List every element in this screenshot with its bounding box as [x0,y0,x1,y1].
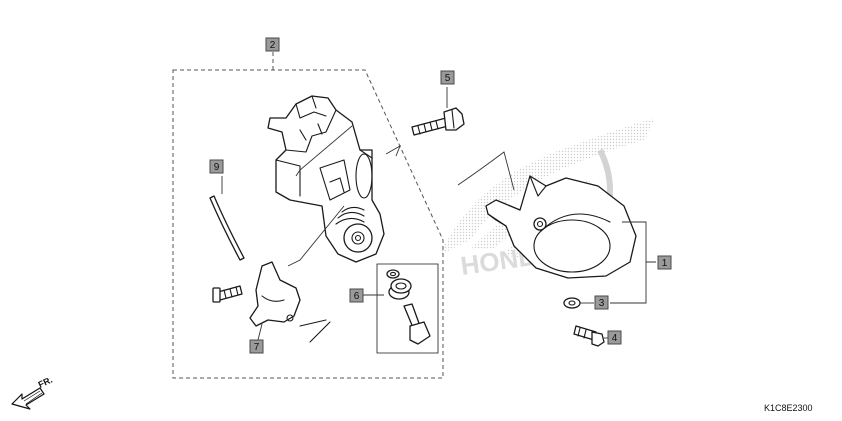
spring-6 [388,278,412,300]
callout-4-label: 4 [612,333,618,344]
callout-9-label: 9 [214,162,220,173]
callout-3[interactable]: 3 [594,295,609,310]
front-direction-indicator: FR. [11,375,54,410]
seal-9 [209,195,245,261]
callout-6[interactable]: 6 [349,288,364,303]
direction-label: FR. [37,375,54,390]
callout-6-label: 6 [354,291,360,302]
callout-2[interactable]: 2 [265,37,280,52]
callout-2-label: 2 [270,40,276,51]
callout-9[interactable]: 9 [209,159,224,174]
adjust-screw-6 [403,303,431,345]
assembly-6-box [376,263,439,354]
bolt-5 [411,107,465,136]
callout-7[interactable]: 7 [249,339,264,354]
callout-4[interactable]: 4 [607,330,622,345]
callout-5[interactable]: 5 [440,70,455,85]
callout-5-label: 5 [445,73,451,84]
screw-4 [573,325,605,347]
washer-3 [563,297,581,309]
screw-part [212,285,243,303]
diagram-code: K1C8E2300 [764,403,813,413]
leader-lines [221,87,656,341]
callout-1-label: 1 [662,258,668,269]
callout-1[interactable]: 1 [657,255,672,270]
cover-1 [485,175,637,279]
callout-3-label: 3 [599,298,605,309]
washer-6 [386,269,400,279]
throttle-body [267,95,385,263]
callout-7-label: 7 [254,342,260,353]
assembly-2-outline [172,69,444,379]
lever-7 [249,261,331,343]
